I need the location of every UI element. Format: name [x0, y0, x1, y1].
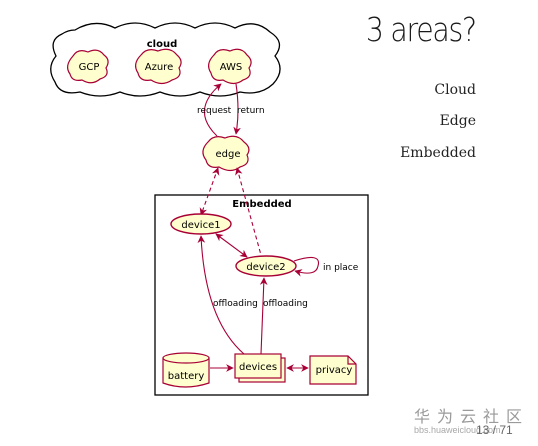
offloading-label-1: offloading [213, 299, 258, 309]
page-number: 13 / 71 [476, 423, 513, 437]
offloading-device1-connector [197, 235, 245, 355]
device2-label: device2 [246, 262, 285, 273]
gcp-label: GCP [79, 62, 100, 73]
azure-label: Azure [145, 62, 173, 73]
privacy-node: privacy [309, 355, 357, 385]
in-place-loop [293, 256, 320, 277]
edge-node: edge [202, 135, 250, 172]
area-cloud: Cloud [434, 82, 476, 98]
edge-label: edge [216, 149, 241, 160]
device1-node: device1 [170, 213, 232, 235]
watermark-url: bbs.huaweicloud.com [414, 425, 501, 435]
azure-node: Azure [135, 48, 182, 85]
slide-title: 3 areas? [366, 10, 477, 49]
battery-label: battery [168, 371, 205, 382]
return-connector [233, 83, 241, 135]
device1-label: device1 [181, 220, 220, 231]
device1-device2-connector [215, 233, 248, 258]
embedded-group-label: Embedded [232, 199, 291, 210]
request-label: request [197, 106, 232, 116]
edge-device2-connector [235, 167, 262, 256]
cloud-group: cloud GCP Azure AWS [50, 22, 281, 97]
gcp-node: GCP [67, 49, 109, 84]
area-embedded: Embedded [400, 145, 476, 161]
privacy-label: privacy [316, 365, 353, 376]
aws-node: AWS [208, 48, 252, 85]
cloud-group-label: cloud [147, 39, 178, 50]
battery-node: battery [162, 352, 210, 388]
in-place-label: in place [323, 263, 359, 273]
watermark-text: 华为云社区 [414, 407, 530, 426]
edge-device1-connector [199, 167, 220, 216]
offloading-label-2: offloading [263, 299, 308, 309]
offloading-device2-connector [259, 277, 268, 355]
devices-label: devices [239, 362, 277, 373]
area-edge: Edge [439, 113, 476, 129]
device2-node: device2 [235, 255, 297, 277]
aws-label: AWS [220, 62, 243, 73]
request-connector [203, 83, 222, 137]
return-label: return [237, 106, 265, 116]
devices-node: devices [234, 353, 286, 383]
